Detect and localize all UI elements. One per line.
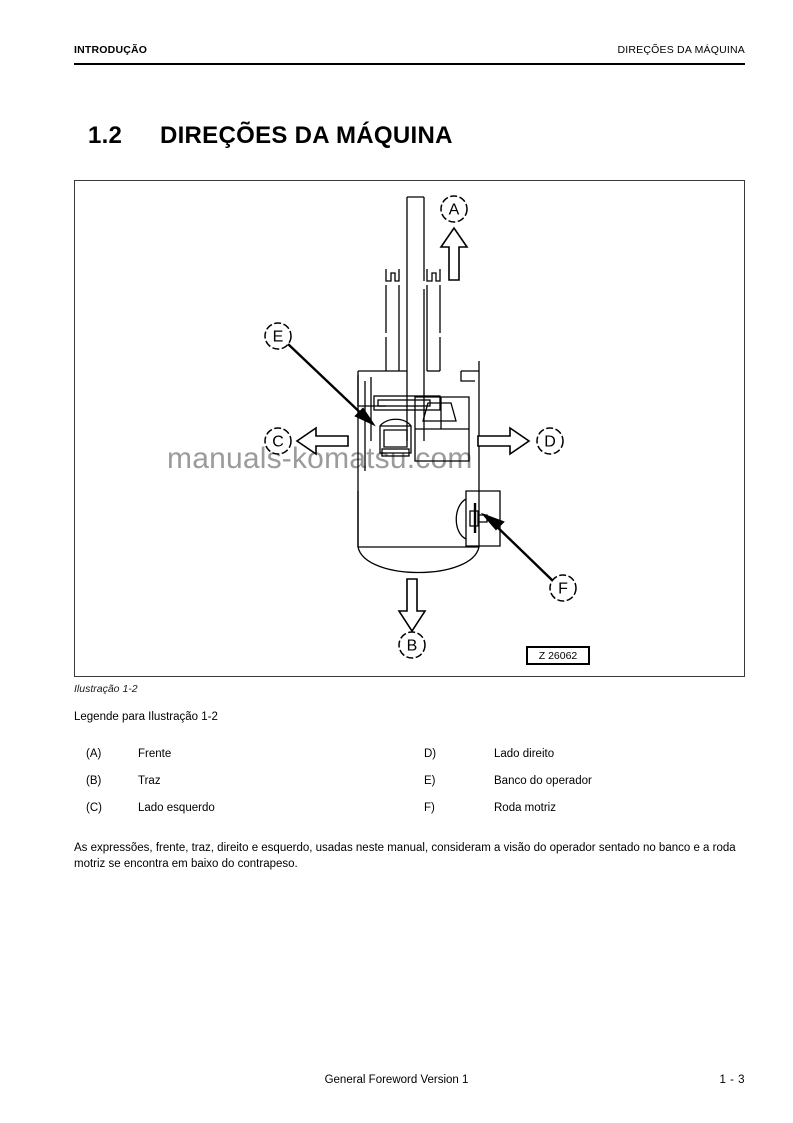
legend-key-a: (A)	[86, 748, 102, 760]
legend-key-e: E)	[424, 775, 436, 787]
machine-directions-drawing: A B C D E F Z 26062	[264, 195, 590, 665]
callout-label-e: E	[273, 329, 284, 346]
figure-illustration-1-2: manuals-komatsu.com	[74, 180, 745, 677]
legend-key-d: D)	[424, 748, 437, 760]
arrow-right-side	[477, 426, 531, 456]
legend-value-f: Roda motriz	[494, 802, 556, 814]
legend-title: Legende para Ilustração 1-2	[74, 711, 218, 723]
page-title: 1.2 DIREÇÕES DA MÁQUINA	[74, 94, 674, 149]
legend-key-f: F)	[424, 802, 435, 814]
legend-value-d: Lado direito	[494, 748, 555, 760]
page-title-text: DIREÇÕES DA MÁQUINA	[159, 122, 453, 149]
legend-value-a: Frente	[138, 748, 172, 760]
callout-label-d: D	[544, 434, 556, 451]
body-paragraph: As expressões, frente, traz, direito e e…	[74, 842, 736, 870]
drawing-number-label: Z 26062	[539, 650, 578, 662]
page-title-number: 1.2	[87, 122, 123, 149]
leader-line-f	[480, 512, 554, 582]
leader-line-e	[287, 343, 376, 427]
callout-circle-c	[264, 427, 292, 455]
callout-circle-a	[440, 195, 468, 223]
footer-document-title: General Foreword Version 1	[324, 1074, 469, 1086]
arrow-down-rear	[397, 578, 427, 633]
page-header: INTRODUÇÃO DIREÇÕES DA MÁQUINA	[74, 44, 745, 66]
legend-row: (B) Traz E) Banco do operador	[74, 775, 745, 802]
legend-key-c: (C)	[86, 802, 102, 814]
header-rule	[74, 63, 745, 65]
legend-value-c: Lado esquerdo	[138, 802, 215, 814]
footer-page-number: 1 - 3	[719, 1074, 745, 1086]
callout-circle-e	[264, 322, 292, 350]
header-right-label: DIREÇÕES DA MÁQUINA	[617, 44, 745, 56]
callout-circle-b	[398, 631, 426, 659]
legend-table: (A) Frente D) Lado direito (B) Traz E) B…	[74, 748, 745, 829]
legend-key-b: (B)	[86, 775, 102, 787]
header-left-label: INTRODUÇÃO	[74, 44, 148, 56]
arrow-up-front	[439, 226, 469, 281]
callout-label-c: C	[272, 434, 284, 451]
callout-label-a: A	[449, 202, 460, 219]
callout-circle-d	[536, 427, 564, 455]
callout-circle-f	[549, 574, 577, 602]
callout-label-b: B	[407, 638, 418, 655]
legend-value-e: Banco do operador	[494, 775, 592, 787]
arrow-left-side	[295, 426, 349, 456]
legend-row: (A) Frente D) Lado direito	[74, 748, 745, 775]
legend-row: (C) Lado esquerdo F) Roda motriz	[74, 802, 745, 829]
figure-caption: Ilustração 1-2	[74, 683, 138, 695]
callout-label-f: F	[558, 581, 568, 598]
drawing-number-box	[526, 646, 590, 665]
legend-value-b: Traz	[138, 775, 161, 787]
